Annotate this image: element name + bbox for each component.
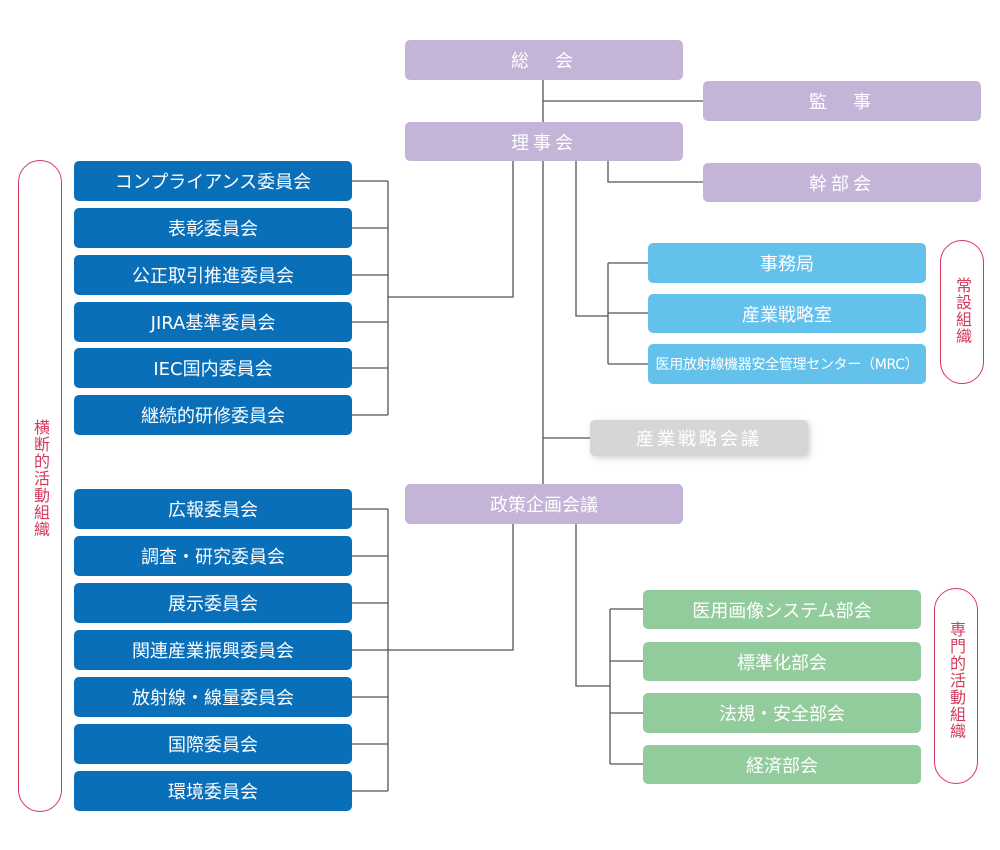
related-industry-committee-label: 関連産業振興委員会	[132, 641, 294, 662]
research-committee-label: 調査・研究委員会	[141, 547, 285, 568]
compliance-committee-box[interactable]: コンプライアンス委員会	[74, 161, 352, 201]
standing-organization-label: 常設組織	[953, 277, 972, 345]
international-committee-box[interactable]: 国際委員会	[74, 724, 352, 764]
continuing-training-committee-label: 継続的研修委員会	[141, 406, 285, 427]
environment-committee-box[interactable]: 環境委員会	[74, 771, 352, 811]
fair-trade-committee-label: 公正取引推進委員会	[132, 266, 294, 287]
specialized-organization-label: 専門的活動組織	[947, 621, 966, 740]
cross-organization-label: 横断的活動組織	[31, 419, 50, 538]
executive-label: 幹部会	[809, 173, 875, 195]
award-committee-box[interactable]: 表彰委員会	[74, 208, 352, 248]
compliance-committee-label: コンプライアンス委員会	[114, 172, 312, 193]
secretariat-label: 事務局	[760, 254, 814, 275]
iec-domestic-committee-label: IEC国内委員会	[153, 359, 273, 380]
industry-strategy-office-label: 産業戦略室	[742, 304, 832, 326]
executive-box[interactable]: 幹部会	[703, 163, 981, 202]
research-committee-box[interactable]: 調査・研究委員会	[74, 536, 352, 576]
industry-strategy-council-box[interactable]: 産業戦略会議	[590, 420, 808, 456]
regulation-safety-division-box[interactable]: 法規・安全部会	[643, 693, 921, 733]
general-assembly-box[interactable]: 総 会	[405, 40, 683, 80]
continuing-training-committee-box[interactable]: 継続的研修委員会	[74, 395, 352, 435]
general-assembly-label: 総 会	[511, 51, 577, 72]
economics-division-box[interactable]: 経済部会	[643, 745, 921, 784]
industry-strategy-council-label: 産業戦略会議	[636, 429, 762, 450]
policy-planning-council-box[interactable]: 政策企画会議	[405, 484, 683, 524]
pr-committee-box[interactable]: 広報委員会	[74, 489, 352, 529]
radiation-dose-committee-box[interactable]: 放射線・線量委員会	[74, 677, 352, 717]
regulation-safety-division-label: 法規・安全部会	[719, 704, 845, 725]
mrc-box[interactable]: 医用放射線機器安全管理センター（MRC）	[648, 344, 926, 384]
related-industry-committee-box[interactable]: 関連産業振興委員会	[74, 630, 352, 670]
secretariat-box[interactable]: 事務局	[648, 243, 926, 283]
international-committee-label: 国際委員会	[168, 735, 258, 756]
jira-standards-committee-box[interactable]: JIRA基準委員会	[74, 302, 352, 342]
board-label: 理事会	[511, 132, 577, 154]
auditor-box[interactable]: 監 事	[703, 81, 981, 121]
policy-planning-council-label: 政策企画会議	[490, 495, 598, 516]
industry-strategy-office-box[interactable]: 産業戦略室	[648, 294, 926, 333]
mrc-label: 医用放射線機器安全管理センター（MRC）	[655, 357, 919, 373]
specialized-organization-bracket: 専門的活動組織	[934, 588, 978, 784]
cross-organization-bracket: 横断的活動組織	[18, 160, 62, 812]
exhibition-committee-box[interactable]: 展示委員会	[74, 583, 352, 623]
exhibition-committee-label: 展示委員会	[168, 594, 258, 615]
standing-organization-bracket: 常設組織	[940, 240, 984, 384]
auditor-label: 監 事	[809, 92, 875, 113]
fair-trade-committee-box[interactable]: 公正取引推進委員会	[74, 255, 352, 295]
medical-imaging-division-box[interactable]: 医用画像システム部会	[643, 590, 921, 629]
standardization-division-label: 標準化部会	[737, 652, 827, 674]
award-committee-label: 表彰委員会	[168, 219, 258, 240]
standardization-division-box[interactable]: 標準化部会	[643, 642, 921, 681]
board-box[interactable]: 理事会	[405, 122, 683, 161]
jira-standards-committee-label: JIRA基準委員会	[150, 313, 276, 334]
radiation-dose-committee-label: 放射線・線量委員会	[132, 688, 294, 709]
environment-committee-label: 環境委員会	[168, 782, 258, 803]
economics-division-label: 経済部会	[746, 755, 818, 777]
medical-imaging-division-label: 医用画像システム部会	[692, 600, 872, 622]
iec-domestic-committee-box[interactable]: IEC国内委員会	[74, 348, 352, 388]
pr-committee-label: 広報委員会	[168, 500, 258, 521]
